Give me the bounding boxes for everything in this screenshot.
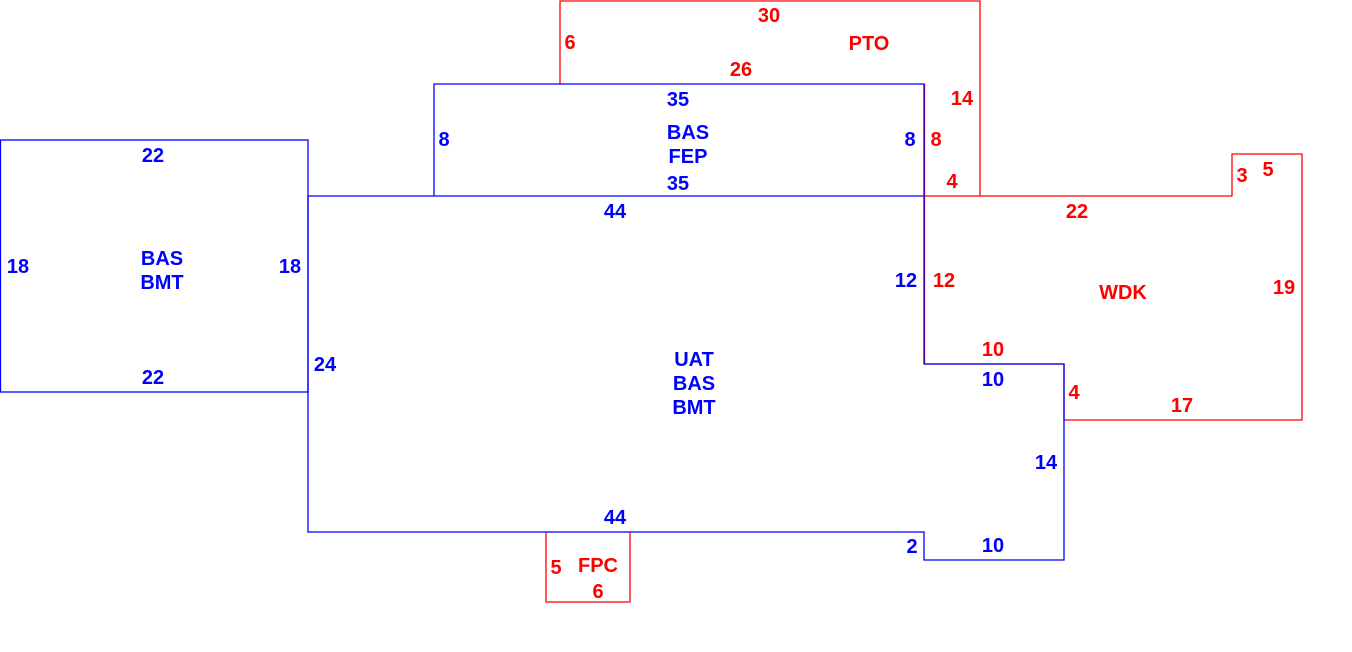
bmt-left-dim-top: 22 <box>142 145 164 167</box>
bmt-left-label-bas: BAS <box>141 248 183 270</box>
pto-dim-right: 14 <box>951 88 974 110</box>
main-dim-top: 44 <box>604 201 627 223</box>
fep-outline <box>433 83 925 196</box>
fep-dim-left: 8 <box>438 129 449 151</box>
fpc-label: FPC <box>578 555 618 577</box>
fep-label-bas: BAS <box>667 122 709 144</box>
pto-dim-inner: 8 <box>930 129 941 151</box>
pto-label: PTO <box>849 33 890 55</box>
bmt-left-dim-bottom: 22 <box>142 367 164 389</box>
wdk-dim-right: 19 <box>1273 277 1295 299</box>
main-dim-right-upper: 12 <box>895 270 917 292</box>
fep-dim-bottom: 35 <box>667 173 689 195</box>
pto-dim-step: 4 <box>946 171 958 193</box>
wdk-dim-jog: 4 <box>1068 382 1080 404</box>
bmt-left-dim-right: 18 <box>279 256 301 278</box>
wdk-dim-left: 12 <box>933 270 955 292</box>
main-dim-step: 10 <box>982 369 1004 391</box>
main-dim-bottom-right: 10 <box>982 535 1004 557</box>
pto-dim-top: 30 <box>758 5 780 27</box>
main-label-bmt: BMT <box>672 397 715 419</box>
wdk-dim-notch-width: 5 <box>1262 159 1273 181</box>
fep-label-fep: FEP <box>669 146 708 168</box>
wdk-dim-bottom: 17 <box>1171 395 1193 417</box>
fpc-dim-bottom: 6 <box>592 581 603 603</box>
main-dim-bottom: 44 <box>604 507 627 529</box>
pto-outline <box>559 0 981 196</box>
main-dim-left: 24 <box>314 354 337 376</box>
main-dim-right-lower: 14 <box>1035 452 1058 474</box>
bmt-left-dim-left: 18 <box>7 256 29 278</box>
wdk-dim-notch-height: 3 <box>1236 165 1247 187</box>
main-dim-jog: 2 <box>906 536 917 558</box>
wdk-label: WDK <box>1099 282 1147 304</box>
fpc-outline <box>545 532 631 603</box>
bmt-left-label-bmt: BMT <box>140 272 183 294</box>
wdk-dim-step: 10 <box>982 339 1004 361</box>
pto-dim-bottom: 26 <box>730 59 752 81</box>
main-label-bas: BAS <box>673 373 715 395</box>
wdk-dim-top: 22 <box>1066 201 1088 223</box>
main-outline <box>307 195 1065 561</box>
fpc-dim-left: 5 <box>550 557 561 579</box>
fep-dim-top: 35 <box>667 89 689 111</box>
main-label-uat: UAT <box>674 349 714 371</box>
pto-dim-left: 6 <box>564 32 575 54</box>
fep-dim-right: 8 <box>904 129 915 151</box>
